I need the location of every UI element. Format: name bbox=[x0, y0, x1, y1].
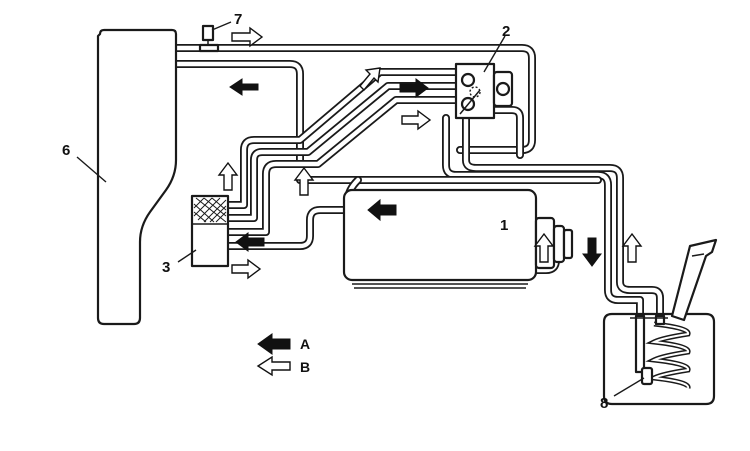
sensor-tank bbox=[640, 366, 654, 386]
tank-filler-neck bbox=[670, 238, 718, 322]
label-heater-core: 3 bbox=[162, 259, 170, 276]
arrow-a-icon bbox=[399, 78, 429, 98]
label-radiator: 6 bbox=[62, 142, 70, 159]
arrow-a-icon bbox=[582, 237, 602, 267]
arrow-b-icon bbox=[231, 258, 262, 280]
arrow-b-icon bbox=[231, 26, 264, 48]
arrow-b-icon bbox=[293, 166, 315, 196]
label-sensor-top: 7 bbox=[234, 11, 242, 28]
radiator bbox=[96, 28, 178, 326]
arrow-a-icon bbox=[367, 198, 397, 222]
legend: A B bbox=[256, 333, 310, 377]
legend-arrow-b-icon bbox=[256, 355, 291, 377]
label-valve-block: 2 bbox=[502, 23, 510, 40]
arrow-b-icon bbox=[621, 232, 643, 263]
heater-core bbox=[190, 194, 230, 268]
sensor-top bbox=[198, 24, 220, 53]
pipe-radiator-supply bbox=[172, 60, 304, 164]
label-evaporator: 1 bbox=[500, 217, 508, 234]
arrow-b-icon bbox=[359, 67, 381, 92]
label-sensor-tank: 8 bbox=[600, 395, 608, 412]
leader-lines bbox=[76, 21, 645, 397]
legend-arrow-a-icon bbox=[257, 333, 291, 355]
arrow-a-icon bbox=[235, 232, 265, 252]
arrow-b-icon bbox=[401, 109, 432, 131]
component-labels: 6 7 2 1 3 8 bbox=[62, 11, 608, 412]
arrow-b-icon bbox=[217, 161, 239, 191]
flow-arrows bbox=[217, 26, 643, 280]
arrow-b-icon bbox=[533, 232, 555, 263]
expansion-tank bbox=[602, 238, 718, 406]
valve-block bbox=[454, 62, 514, 120]
legend-label-b: B bbox=[300, 359, 310, 375]
legend-label-a: A bbox=[300, 336, 310, 352]
arrow-a-icon bbox=[229, 78, 259, 96]
